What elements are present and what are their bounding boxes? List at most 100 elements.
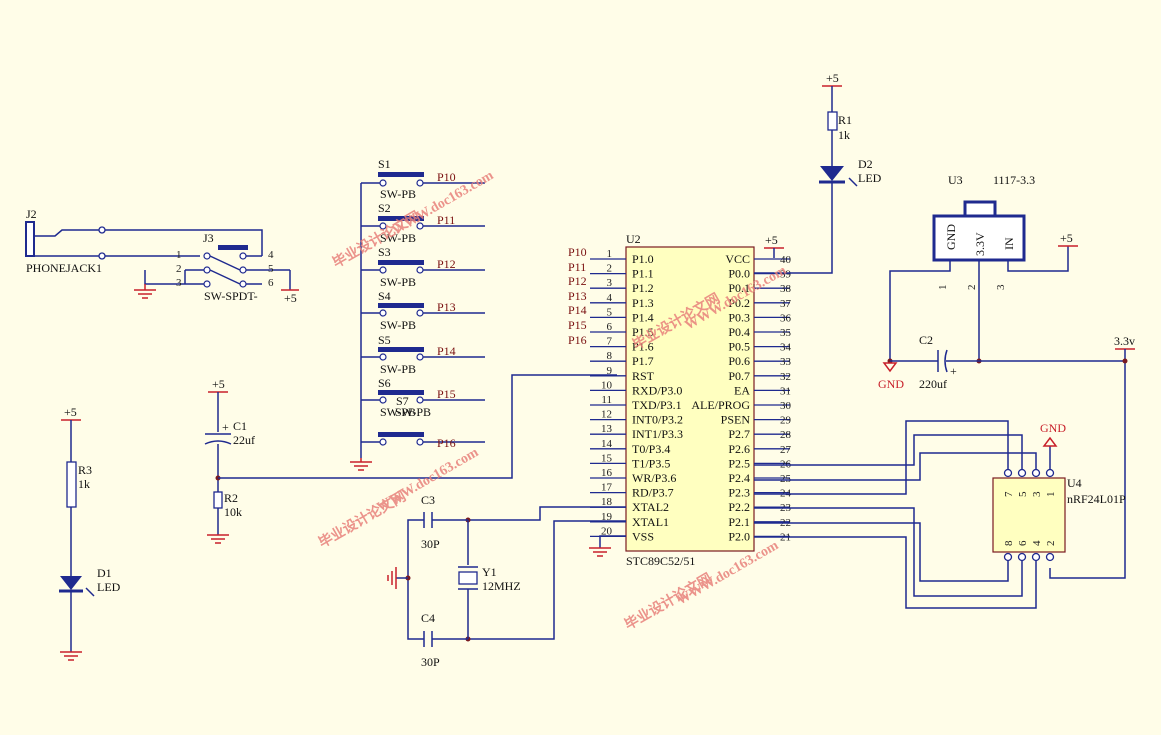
u2-pin-number: 18 bbox=[601, 496, 613, 508]
c4-value: 30P bbox=[421, 655, 440, 669]
u2-pin-name: VSS bbox=[632, 529, 654, 543]
s6-name: SW-PB bbox=[380, 405, 416, 419]
u2-pin-name: P2.5 bbox=[728, 456, 750, 470]
u2-pin-number: 14 bbox=[601, 438, 613, 450]
d2-name: LED bbox=[858, 171, 882, 185]
net-p15-u2: P15 bbox=[568, 318, 587, 332]
u2-pin-name: P0.7 bbox=[728, 369, 750, 383]
u2-pin-name: P0.2 bbox=[728, 296, 750, 310]
u2-pin-name: P0.5 bbox=[728, 340, 750, 354]
u2-pin-name: RST bbox=[632, 369, 655, 383]
y1-value: 12MHZ bbox=[482, 579, 521, 593]
u3-pin-33v: 3.3V bbox=[973, 232, 987, 256]
r1-vcc: +5 bbox=[826, 71, 839, 85]
u4-pin7: 7 bbox=[1003, 491, 1015, 497]
u2-pin-name: P1.0 bbox=[632, 252, 654, 266]
c1-ref: C1 bbox=[233, 419, 247, 433]
u2-pin-number: 36 bbox=[780, 312, 792, 324]
u2-pin-number: 2 bbox=[607, 263, 613, 275]
u2-pin-name: TXD/P3.1 bbox=[632, 398, 682, 412]
v33-label: 3.3v bbox=[1114, 334, 1135, 348]
u2-pin-name: P0.6 bbox=[728, 354, 750, 368]
net-p11-u2: P11 bbox=[568, 260, 586, 274]
u2-pin-name: P1.3 bbox=[632, 296, 654, 310]
j3-pin4: 4 bbox=[268, 249, 274, 261]
s7-ref: S7 bbox=[396, 394, 409, 408]
u2-pin-32: 32 P0.7 bbox=[728, 369, 791, 383]
u3-pin-in: IN bbox=[1002, 237, 1016, 250]
u2-pin-name: P2.4 bbox=[728, 471, 750, 485]
u2-net-labels: P10 P11 P12 P13 P14 P15 P16 bbox=[568, 245, 587, 347]
u3-pin-gnd: GND bbox=[944, 224, 958, 250]
j3-pin1: 1 bbox=[176, 249, 182, 261]
u2-pin-name: INT1/P3.3 bbox=[632, 427, 683, 441]
u2-pin-name: P2.3 bbox=[728, 486, 750, 500]
u4-pin2: 2 bbox=[1045, 541, 1057, 547]
j3-pin5: 5 bbox=[268, 263, 274, 275]
u2-pin-name: P2.1 bbox=[728, 515, 750, 529]
u2-pin-number: 4 bbox=[607, 292, 613, 304]
u2-pin-name: EA bbox=[734, 383, 750, 397]
j3-vcc: +5 bbox=[284, 291, 297, 305]
s4-name: SW-PB bbox=[380, 318, 416, 332]
r2-value: 10k bbox=[224, 505, 242, 519]
u2-pin-name: P1.2 bbox=[632, 281, 654, 295]
r3-ref: R3 bbox=[78, 463, 92, 477]
j3-name: SW-SPDT- bbox=[204, 289, 258, 303]
u2-pin-name: P0.0 bbox=[728, 267, 750, 281]
d1-ref: D1 bbox=[97, 566, 112, 580]
u2-pin-name: P1.7 bbox=[632, 354, 654, 368]
u2-pin-35: 35 P0.4 bbox=[728, 325, 791, 339]
rf-module-u4: U4 nRF24L01P 7 5 3 1 8 6 4 2 GND bbox=[754, 420, 1126, 609]
net-p10-s1: P10 bbox=[437, 170, 456, 184]
r1-ref: R1 bbox=[838, 113, 852, 127]
u2-pin-name: P0.4 bbox=[728, 325, 750, 339]
led-d1-circuit: +5 R3 1k D1 LED bbox=[59, 405, 121, 661]
u2-pin-number: 17 bbox=[601, 482, 613, 494]
u2-pin-number: 27 bbox=[780, 444, 792, 456]
u2-pin-name: P0.1 bbox=[728, 281, 750, 295]
u3-ref: U3 bbox=[948, 173, 963, 187]
u2-pin-number: 35 bbox=[780, 327, 792, 339]
u2-pin-number: 37 bbox=[780, 298, 792, 310]
c3-ref: C3 bbox=[421, 493, 435, 507]
s7-name: SW-PB bbox=[395, 405, 431, 419]
u2-pin-number: 19 bbox=[601, 511, 613, 523]
u2-pin-name: RXD/P3.0 bbox=[632, 383, 682, 397]
u2-pin-4: 4 P1.3 bbox=[590, 292, 654, 310]
net-p12-u2: P12 bbox=[568, 274, 587, 288]
u4-pin8: 8 bbox=[1003, 540, 1015, 546]
u2-pin-number: 32 bbox=[780, 371, 791, 383]
u2-pin-name: T0/P3.4 bbox=[632, 442, 670, 456]
u2-pin-number: 8 bbox=[607, 350, 613, 362]
u2-pin-number: 10 bbox=[601, 379, 613, 391]
u3-gnd-label: GND bbox=[878, 377, 904, 391]
u2-pin-number: 12 bbox=[601, 409, 612, 421]
u2-pin-37: 37 P0.2 bbox=[728, 296, 791, 310]
s3-name: SW-PB bbox=[380, 275, 416, 289]
u2-pin-name: ALE/PROG bbox=[691, 398, 750, 412]
u2-pin-name: P1.6 bbox=[632, 340, 654, 354]
r3-vcc: +5 bbox=[64, 405, 77, 419]
j3-pin6: 6 bbox=[268, 277, 274, 289]
c1-vcc: +5 bbox=[212, 377, 225, 391]
net-p10-u2: P10 bbox=[568, 245, 587, 259]
u3-num1: 1 bbox=[937, 285, 949, 291]
net-p16-s7: P16 bbox=[437, 436, 456, 450]
u2-ref: U2 bbox=[626, 232, 641, 246]
u2-pin-name: INT0/P3.2 bbox=[632, 413, 683, 427]
